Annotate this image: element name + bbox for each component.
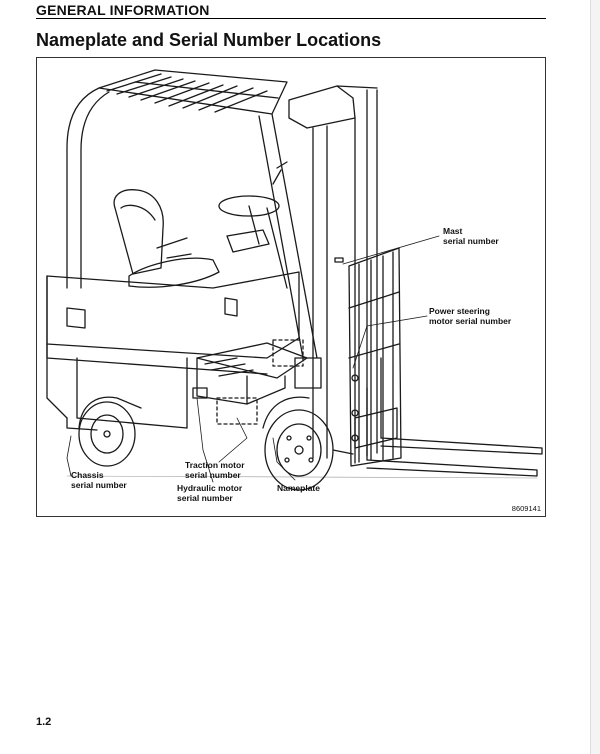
hydraulic-motor-serial-callout: Hydraulic motor serial number (177, 483, 243, 503)
overhead-guard (66, 69, 318, 359)
figure: Mast serial number Power steering motor … (36, 57, 546, 517)
nameplate-callout: Nameplate (277, 483, 320, 493)
power-steering-serial-callout: Power steering motor serial number (429, 306, 512, 326)
figure-id: 8609141 (511, 504, 541, 513)
seat (113, 189, 220, 288)
traction-motor-serial-callout: Traction motor serial number (185, 460, 245, 480)
page-title: Nameplate and Serial Number Locations (36, 30, 382, 50)
header-divider (36, 18, 546, 19)
battery-compartment (192, 339, 322, 425)
forklift-illustration (46, 69, 543, 491)
carriage (348, 247, 402, 467)
page-edge (590, 0, 600, 754)
page-number: 1.2 (36, 716, 52, 728)
mast-serial-callout: Mast serial number (443, 226, 499, 246)
forks (366, 357, 543, 477)
chassis-serial-callout: Chassis serial number (71, 470, 127, 490)
front-wheel (262, 396, 354, 491)
truck-body (46, 271, 300, 431)
leader-lines (66, 235, 440, 483)
section-header: GENERAL INFORMATION (36, 2, 210, 18)
steering (218, 161, 288, 289)
mast (288, 85, 378, 464)
rear-wheel (78, 396, 142, 467)
